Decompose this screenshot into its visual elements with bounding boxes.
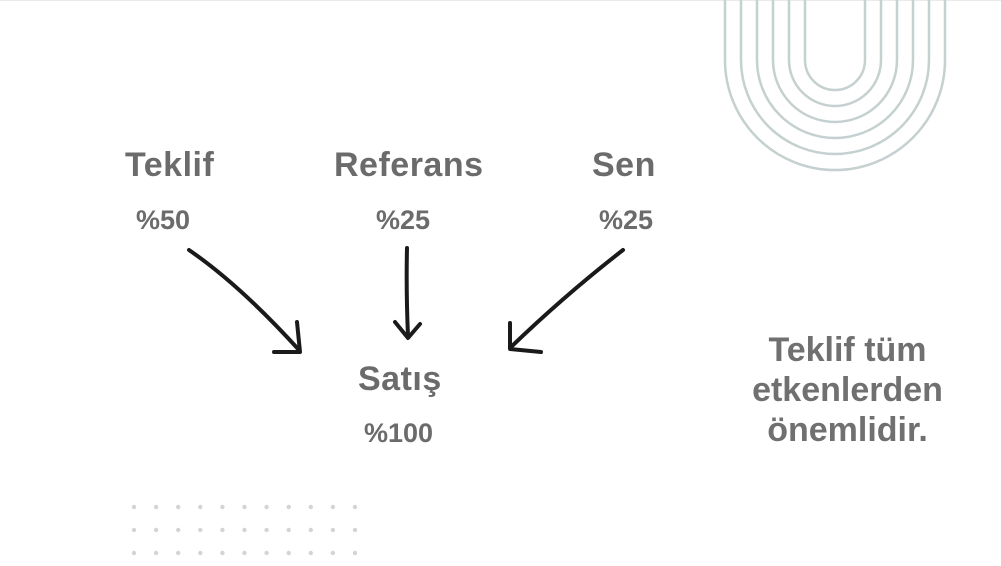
target-satis-title: Satış <box>358 360 442 398</box>
source-referans-percent: %25 <box>376 205 431 235</box>
source-teklif-title: Teklif <box>125 146 215 184</box>
concentric-arches-decoration <box>723 0 947 172</box>
grid-dot <box>153 504 159 510</box>
grid-dot <box>176 504 181 510</box>
grid-dot <box>286 550 291 556</box>
grid-dot <box>330 550 336 556</box>
grid-dot <box>131 527 137 533</box>
grid-dot <box>352 550 358 556</box>
grid-dot <box>198 550 203 556</box>
arrow-sen-to-satis <box>508 248 625 354</box>
grid-dot <box>242 550 247 556</box>
grid-dot <box>352 527 358 533</box>
grid-dot <box>176 550 181 556</box>
grid-dot <box>286 527 291 533</box>
grid-dot <box>242 527 247 533</box>
note-text: Teklif tüm etkenlerden önemlidir. <box>752 331 943 449</box>
grid-dot <box>220 527 225 533</box>
grid-dot <box>153 527 159 533</box>
source-referans-title: Referans <box>334 146 484 184</box>
grid-dot <box>198 504 203 510</box>
grid-dot <box>131 550 137 556</box>
grid-dot <box>308 504 313 510</box>
target-satis-percent: %100 <box>364 418 434 448</box>
source-sen-percent: %25 <box>599 205 654 235</box>
arrow-referans-to-satis <box>393 246 422 340</box>
grid-dot <box>176 527 181 533</box>
grid-dot <box>242 504 247 510</box>
grid-dot <box>264 504 269 510</box>
grid-dot <box>131 504 137 510</box>
grid-dot <box>308 550 313 556</box>
grid-dot <box>220 504 225 510</box>
grid-dot <box>264 550 269 556</box>
grid-dot <box>330 527 336 533</box>
grid-dot <box>352 504 358 510</box>
grid-dot <box>153 550 159 556</box>
grid-dot <box>264 527 269 533</box>
top-divider <box>0 0 1001 1</box>
arrow-teklif-to-satis <box>187 248 302 354</box>
grid-dot <box>198 527 203 533</box>
grid-dot <box>330 504 336 510</box>
dot-grid-decoration <box>131 504 358 556</box>
source-sen-title: Sen <box>592 146 656 184</box>
grid-dot <box>220 550 225 556</box>
grid-dot <box>286 504 291 510</box>
grid-dot <box>308 527 313 533</box>
source-teklif-percent: %50 <box>136 205 191 235</box>
